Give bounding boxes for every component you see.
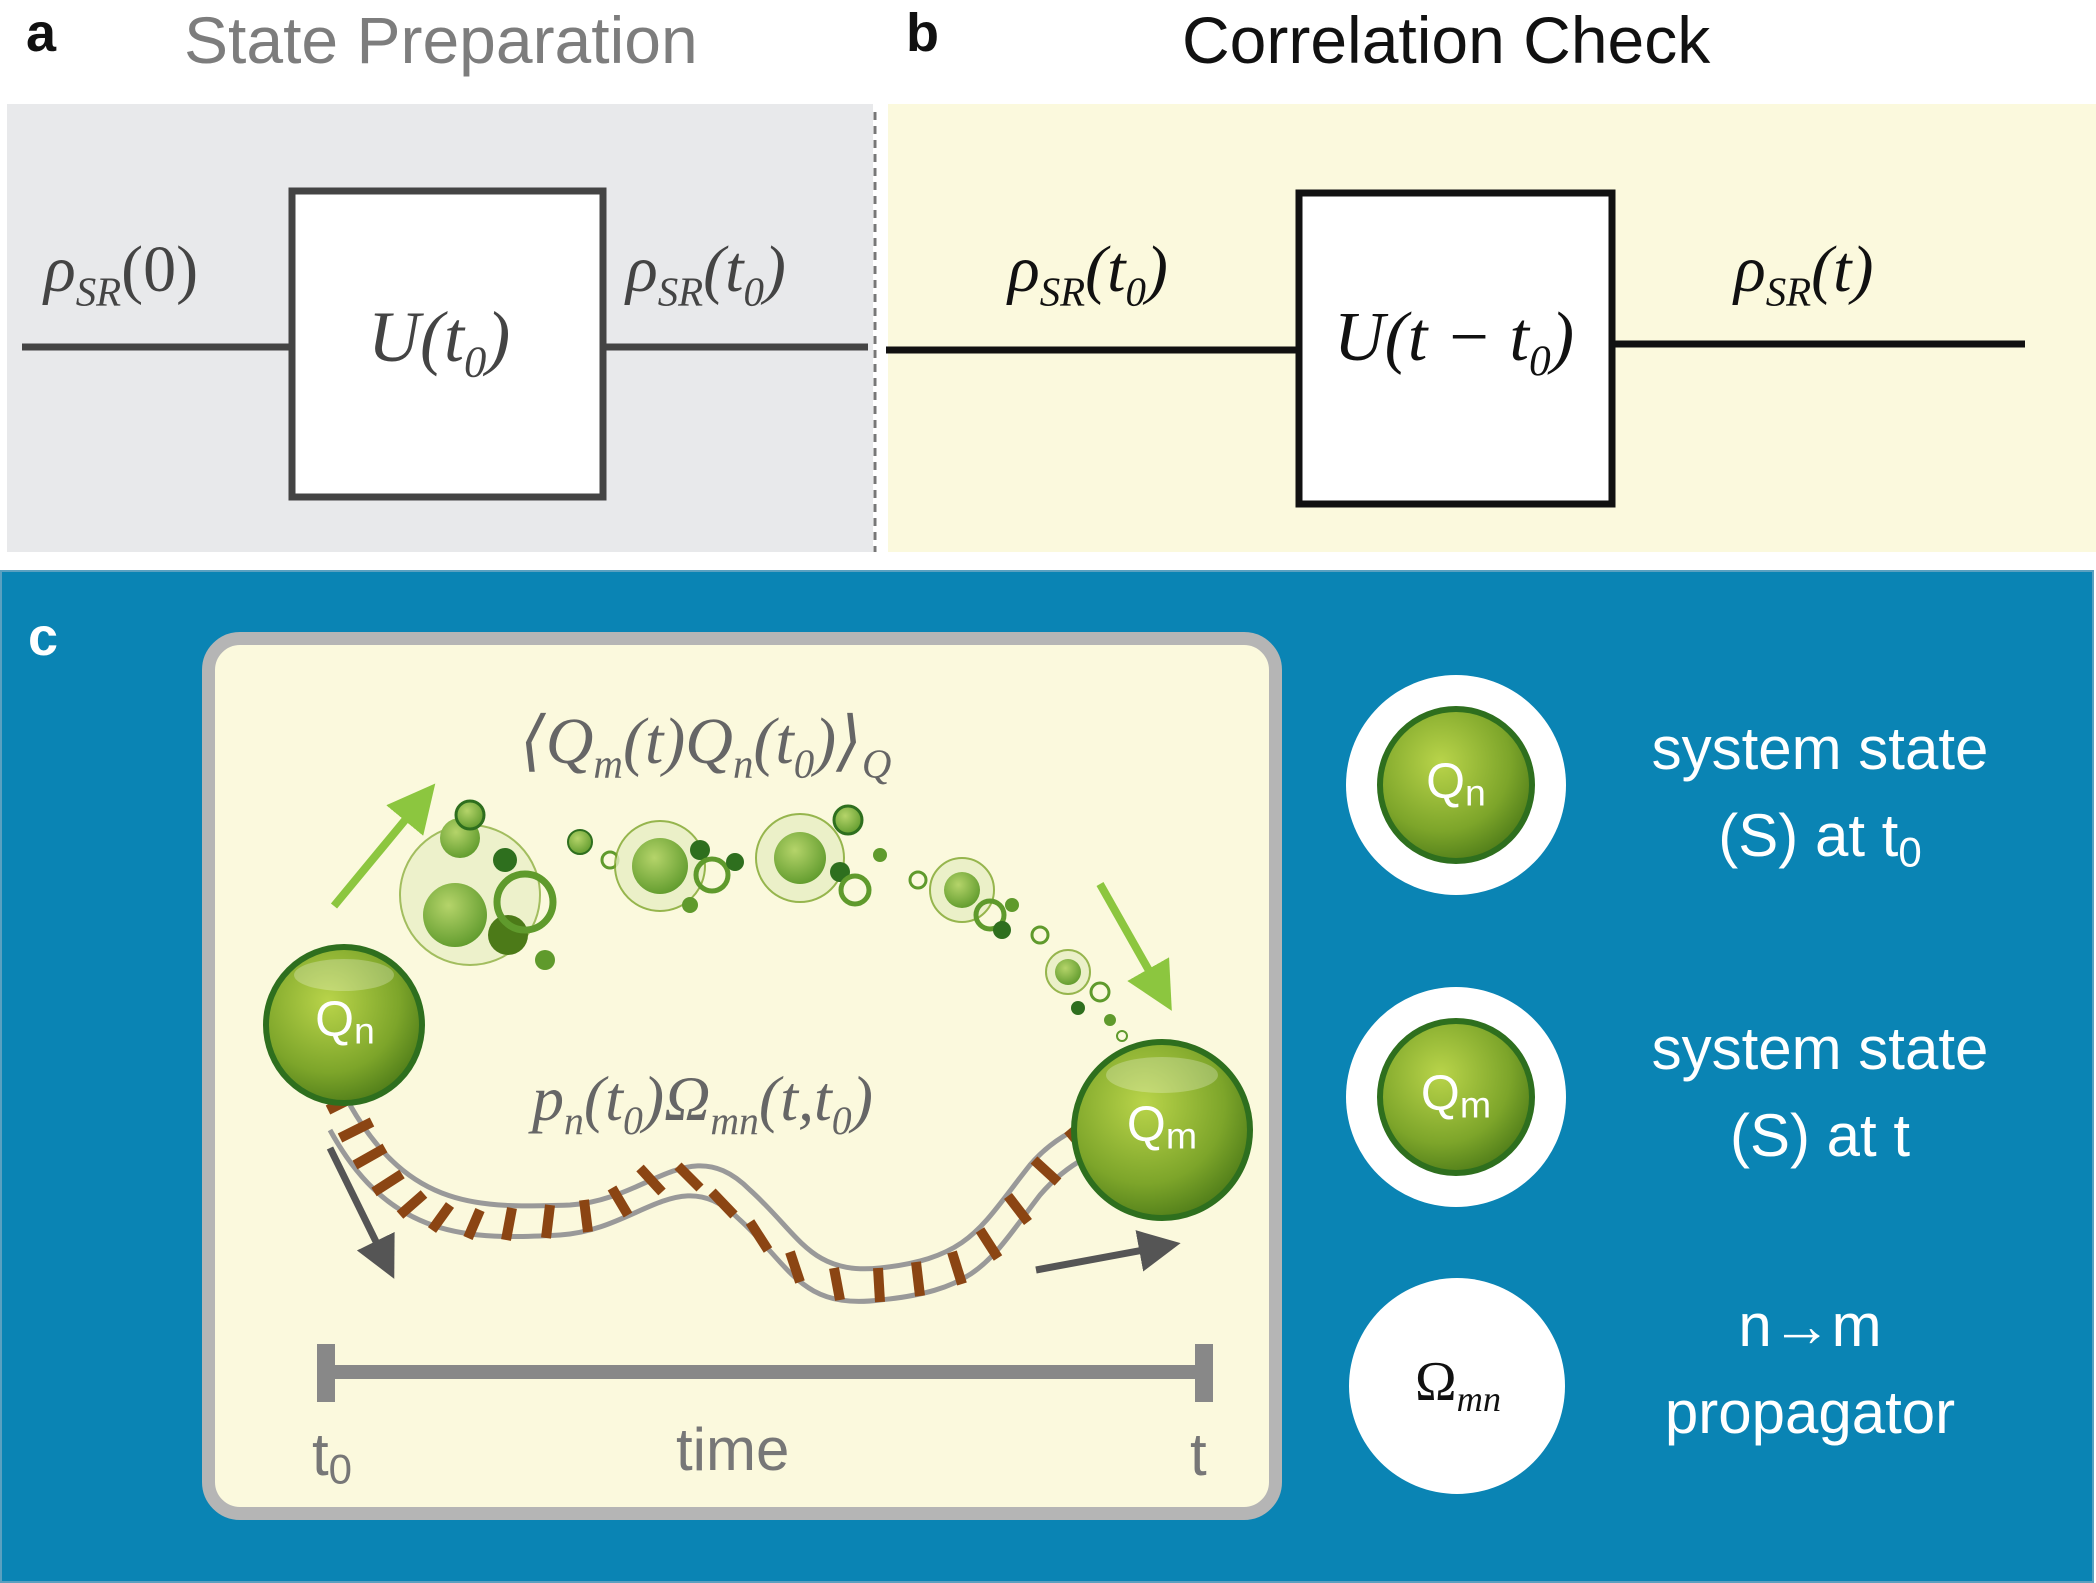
rho-sr-input-label: ρSR(0) (44, 233, 199, 315)
green-arrow-down (1096, 882, 1172, 1011)
rho-sr-t-label: ρSR(t) (1734, 233, 1874, 315)
gate-b-box (1295, 189, 1616, 508)
correlation-expression: ⟨Qm(t)Qn(t0)⟩Q (520, 705, 892, 787)
gate-b-label: U(t − t0) (1334, 299, 1575, 386)
legend-qm-icon-label: Qm (1420, 1065, 1492, 1126)
panel-a-title: State Preparation (184, 3, 698, 77)
time-start-label: t0 (312, 1421, 353, 1493)
panel-a-letter: a (26, 3, 57, 63)
gray-arrow-right (1035, 1230, 1181, 1274)
railway-track (325, 1089, 1131, 1304)
legend-omega-text: n→m propagator (1664, 1292, 1956, 1446)
rho-sr-output-label: ρSR(t0) (626, 233, 786, 315)
panel-b-title: Correlation Check (1182, 3, 1711, 77)
green-arrow-up (330, 783, 436, 909)
ball-qn-label: Qn (315, 991, 375, 1052)
ball-qm (1071, 1039, 1253, 1221)
ball-qn (263, 944, 425, 1106)
legend-ball-qn (1377, 706, 1535, 864)
circuit-diagram (22, 112, 2025, 552)
legend-circle-omega (1349, 1278, 1565, 1494)
rho-sr-t0-label: ρSR(t0) (1008, 233, 1168, 315)
legend-qm-text: system state (S) at t (1651, 1015, 1989, 1169)
time-end-label: t (1190, 1421, 1207, 1488)
time-axis-label: time (676, 1416, 790, 1483)
gray-arrow-down (326, 1146, 395, 1279)
ball-qm-label: Qm (1126, 1096, 1198, 1157)
legend-qn-icon-label: Qn (1426, 753, 1486, 814)
legend-omega-icon-label: Ωmn (1414, 1351, 1502, 1419)
legend-qn-text: system state (S) at t0 (1651, 715, 1989, 876)
propagator-expression: pn(t0)Ωmn(t,t0) (532, 1063, 873, 1143)
gate-a-label: U(t0) (368, 297, 511, 387)
panel-c-letter: c (28, 607, 59, 667)
bubble-trail (399, 799, 1128, 1042)
legend-ball-qm (1377, 1018, 1535, 1176)
panel-b-letter: b (906, 3, 939, 63)
